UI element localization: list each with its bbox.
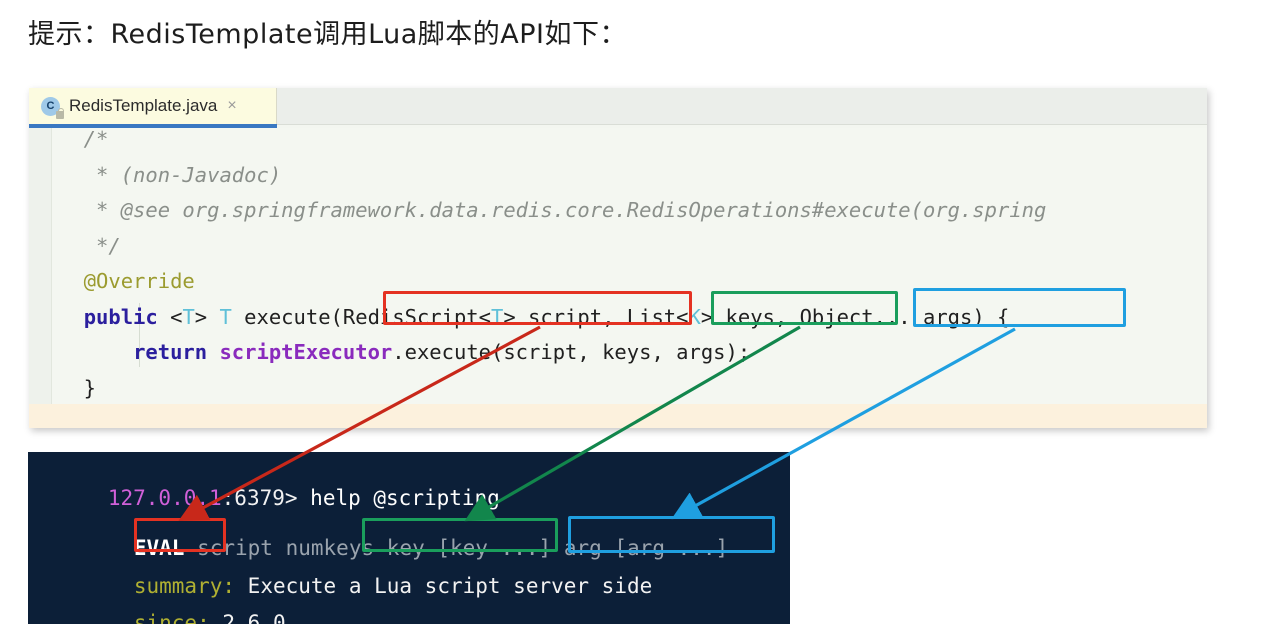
eval-keyword: EVAL bbox=[133, 536, 185, 560]
code-token: execute(RedisScript< bbox=[231, 304, 491, 329]
code-token: return bbox=[133, 340, 208, 364]
summary-value: Execute a Lua script server side bbox=[247, 574, 653, 598]
code-line: } bbox=[59, 371, 1046, 405]
since-value: 2.6.0 bbox=[222, 611, 286, 624]
code-token: T bbox=[491, 304, 504, 329]
terminal-since-line: since: 2.6.0 bbox=[58, 587, 286, 624]
editor-gutter bbox=[29, 128, 52, 404]
since-label: since: bbox=[133, 611, 210, 624]
code-token: public bbox=[83, 304, 158, 329]
editor-tab-label: RedisTemplate.java bbox=[69, 96, 218, 115]
indent-guide bbox=[139, 303, 140, 367]
code-line: */ bbox=[59, 229, 1046, 265]
eval-arg-script: script bbox=[197, 536, 273, 560]
code-line: /* bbox=[59, 128, 1046, 158]
code-editor-panel: C RedisTemplate.java × /* * (non-Javadoc… bbox=[29, 88, 1207, 428]
terminal-command: help @scripting bbox=[310, 486, 500, 510]
summary-label: summary: bbox=[133, 574, 236, 598]
code-line: return scriptExecutor.execute(script, ke… bbox=[59, 335, 1046, 371]
code-line: * @see org.springframework.data.redis.co… bbox=[59, 193, 1046, 229]
terminal-host: 127.0.0.1 bbox=[107, 486, 222, 510]
code-token: } bbox=[59, 375, 97, 400]
code-line: @Override bbox=[59, 264, 1046, 300]
code-line: * (non-Javadoc) bbox=[59, 158, 1046, 194]
terminal-summary-line: summary: Execute a Lua script server sid… bbox=[58, 550, 652, 622]
code-token: */ bbox=[59, 233, 121, 258]
code-token: > script, List< bbox=[503, 304, 689, 329]
editor-tab-strip: C RedisTemplate.java × bbox=[29, 88, 1207, 125]
code-token: .execute(script, keys, args); bbox=[392, 340, 751, 364]
editor-bottom-band bbox=[29, 404, 1207, 428]
eval-arg-key: key [key ...] bbox=[386, 536, 552, 560]
code-token: > bbox=[194, 304, 220, 329]
java-class-icon: C bbox=[41, 96, 64, 119]
code-line: public <T> T execute(RedisScript<T> scri… bbox=[59, 300, 1046, 336]
code-token: T bbox=[219, 304, 232, 329]
code-token: < bbox=[157, 304, 183, 329]
terminal-prompt: :6379> bbox=[221, 486, 311, 510]
code-token: /* bbox=[59, 128, 109, 151]
code-token: * @see org.springframework.data.redis.co… bbox=[59, 198, 1047, 222]
terminal-eval-usage-line: EVAL script numkeys key [key ...] arg [a… bbox=[58, 512, 728, 584]
code-token: > keys, Object... args) { bbox=[700, 304, 1010, 329]
code-token: @Override bbox=[59, 269, 195, 293]
code-token: scriptExecutor bbox=[219, 340, 393, 364]
eval-arg-numkeys: numkeys bbox=[285, 536, 375, 560]
active-tab-indicator bbox=[29, 124, 277, 128]
code-token: K bbox=[688, 304, 701, 329]
code-token bbox=[59, 340, 133, 364]
close-icon[interactable]: × bbox=[227, 97, 237, 114]
java-class-icon-letter: C bbox=[46, 100, 55, 112]
redis-cli-terminal[interactable]: 127.0.0.1:6379> help @scripting EVAL scr… bbox=[28, 452, 790, 624]
code-token: * (non-Javadoc) bbox=[59, 162, 282, 187]
since-value-spacer bbox=[210, 611, 223, 624]
page-title: 提示：RedisTemplate调用Lua脚本的API如下： bbox=[28, 19, 628, 50]
code-token bbox=[59, 305, 84, 329]
code-token: T bbox=[182, 304, 195, 329]
lock-icon bbox=[56, 107, 64, 119]
code-content-area[interactable]: /* * (non-Javadoc) * @see org.springfram… bbox=[29, 128, 1207, 404]
code-token bbox=[207, 340, 219, 364]
editor-tab-redistemplate[interactable]: C RedisTemplate.java × bbox=[29, 88, 277, 124]
source-code: /* * (non-Javadoc) * @see org.springfram… bbox=[59, 128, 1047, 405]
